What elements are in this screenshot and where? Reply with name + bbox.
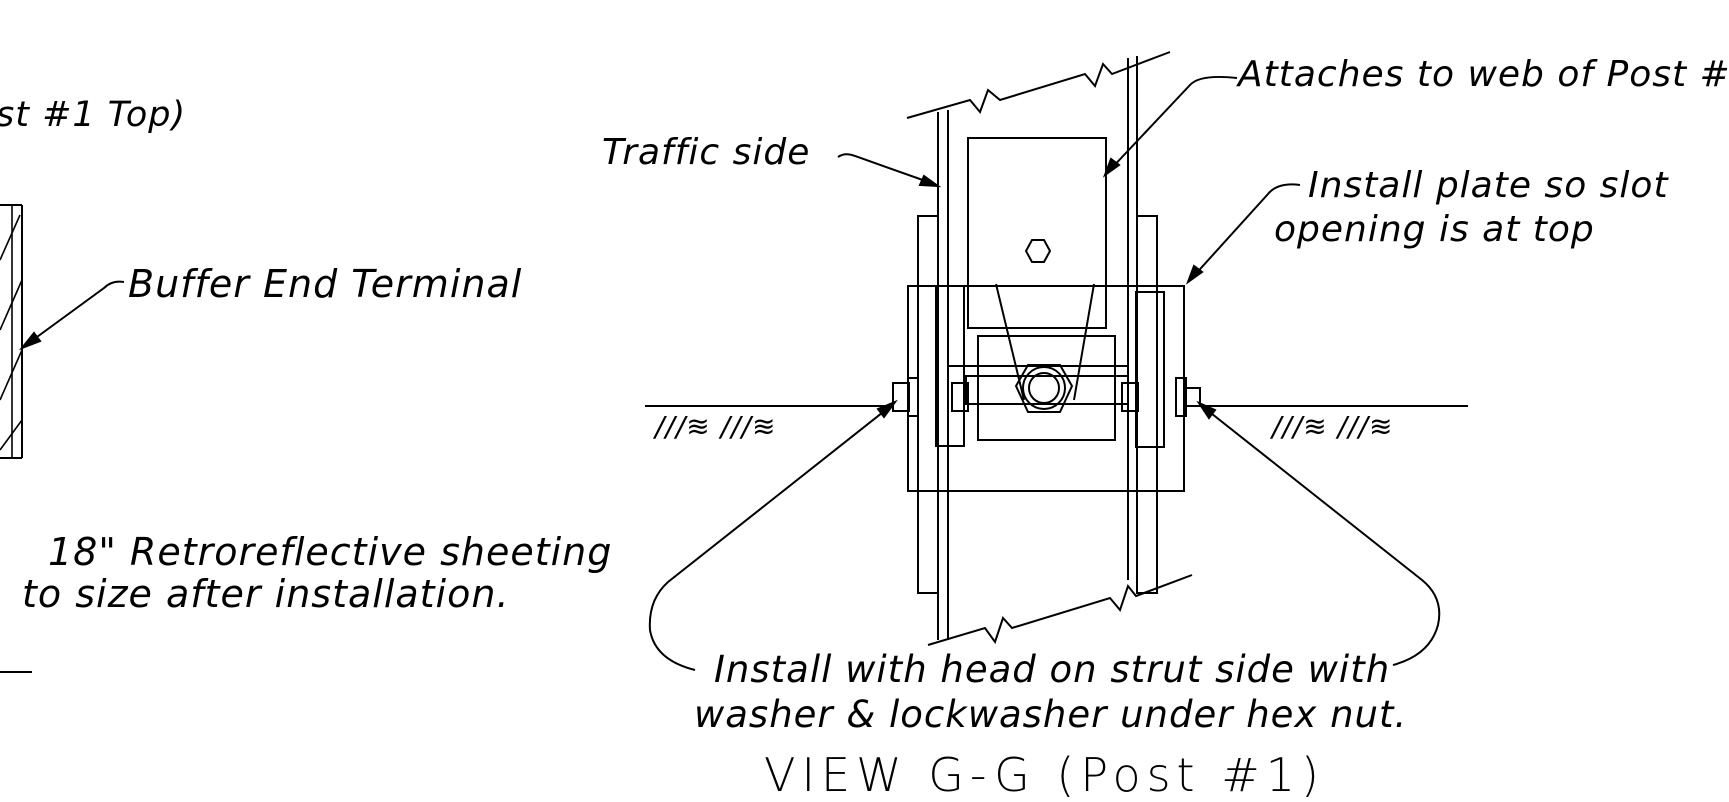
install-with-line1: Install with head on strut side with	[714, 648, 1391, 691]
retroreflective-line2: to size after installation.	[22, 572, 510, 616]
buffer-end-leader	[18, 280, 125, 351]
post-assembly	[892, 51, 1201, 646]
buffer-end-terminal-drawing	[0, 204, 32, 673]
post-top-label: st #1 Top)	[0, 95, 187, 135]
retroreflective-line1: 18" Retroreflective sheeting	[48, 530, 613, 574]
install-plate-line1: Install plate so slot	[1308, 165, 1669, 206]
ground-symbol-left: ///≋ ///≋	[655, 410, 777, 443]
ground-symbol-right: ///≋ ///≋	[1272, 410, 1394, 443]
install-plate-leader	[1185, 183, 1301, 285]
attaches-label: Attaches to web of Post #	[1238, 54, 1729, 95]
install-with-leaders	[648, 399, 1441, 671]
attaches-leader	[1102, 75, 1238, 178]
traffic-side-label: Traffic side	[602, 132, 811, 173]
view-title: VIEW G-G (Post #1)	[764, 748, 1325, 802]
buffer-end-terminal-label: Buffer End Terminal	[128, 262, 523, 306]
traffic-side-leader	[837, 153, 942, 188]
install-with-line2: washer & lockwasher under hex nut.	[694, 693, 1408, 736]
install-plate-line2: opening is at top	[1274, 209, 1595, 250]
